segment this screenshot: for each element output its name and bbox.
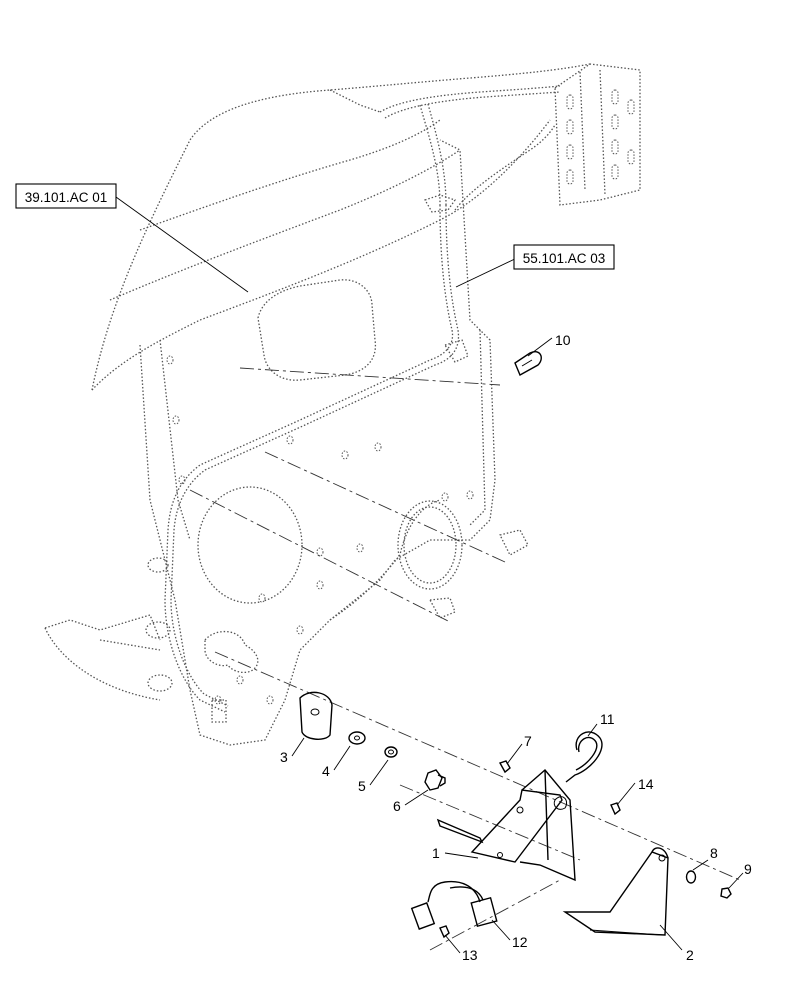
- panel-hole: [466, 490, 474, 500]
- bracket-slot: [566, 94, 574, 110]
- panel-hole: [286, 435, 294, 445]
- part-9-nut: [720, 887, 732, 899]
- panel-hole: [236, 675, 244, 685]
- part-7-screw: [498, 760, 511, 774]
- bracket-slot: [611, 139, 619, 155]
- callout-2: 2: [686, 947, 694, 963]
- part-6-bolt: [424, 769, 446, 791]
- bracket-slot: [611, 89, 619, 105]
- bracket-slot: [627, 149, 635, 165]
- part-5-lockwasher: [384, 746, 398, 758]
- leaders: [115, 196, 744, 954]
- part-11-cable-tie: [565, 731, 603, 783]
- callout-13: 13: [462, 947, 478, 963]
- part-10-clip: [514, 351, 542, 376]
- part-4-washer: [348, 731, 366, 745]
- callout-5: 5: [358, 778, 366, 794]
- callout-10: 10: [555, 332, 571, 348]
- panel-hole: [441, 492, 449, 502]
- panel-hole: [356, 543, 364, 553]
- ref-label-55: 55.101.AC 03: [523, 251, 606, 266]
- panel-hole: [374, 442, 382, 452]
- part-8-washer: [685, 870, 697, 884]
- upright-bracket: [554, 63, 641, 206]
- ref-box-55-101-ac-03[interactable]: 55.101.AC 03: [513, 244, 615, 270]
- bracket-slot: [566, 144, 574, 160]
- part-3-plate: [299, 691, 333, 740]
- callout-11: 11: [600, 711, 615, 727]
- side-panel: [44, 139, 496, 746]
- part-1-bracket: [436, 769, 576, 882]
- panel-hole: [172, 415, 180, 425]
- callout-1: 1: [432, 845, 440, 861]
- ref-box-39-101-ac-01[interactable]: 39.101.AC 01: [15, 183, 117, 209]
- bracket-slot: [627, 99, 635, 115]
- callout-4: 4: [322, 763, 330, 779]
- wire-harness: [145, 85, 561, 723]
- callout-7: 7: [524, 733, 532, 749]
- panel-hole: [316, 580, 324, 590]
- part-2-triangle-plate: [562, 847, 669, 936]
- callout-numbers: 1 2 3 4 5 6 7 8 9 10 11 12 13 14: [280, 332, 752, 963]
- ref-label-39: 39.101.AC 01: [25, 190, 108, 205]
- panel-hole: [266, 695, 274, 705]
- bracket-slot: [566, 169, 574, 185]
- callout-9: 9: [744, 861, 752, 877]
- panel-hole: [166, 355, 174, 365]
- panel-hole: [296, 625, 304, 635]
- bracket-slot: [611, 164, 619, 180]
- callout-3: 3: [280, 749, 288, 765]
- callout-6: 6: [393, 798, 401, 814]
- centerlines: [189, 367, 741, 951]
- bracket-slot: [611, 114, 619, 130]
- callout-12: 12: [512, 934, 528, 950]
- part-14-screw: [610, 802, 621, 816]
- part-13-screw: [439, 925, 450, 939]
- bracket-slot: [566, 119, 574, 135]
- panel-hole: [341, 450, 349, 460]
- callout-8: 8: [710, 845, 718, 861]
- panel-hole: [316, 547, 324, 557]
- shroud-outline: [91, 63, 591, 391]
- callout-14: 14: [638, 776, 654, 792]
- panel-hole: [258, 593, 266, 603]
- part-12-sensor-harness: [410, 880, 498, 930]
